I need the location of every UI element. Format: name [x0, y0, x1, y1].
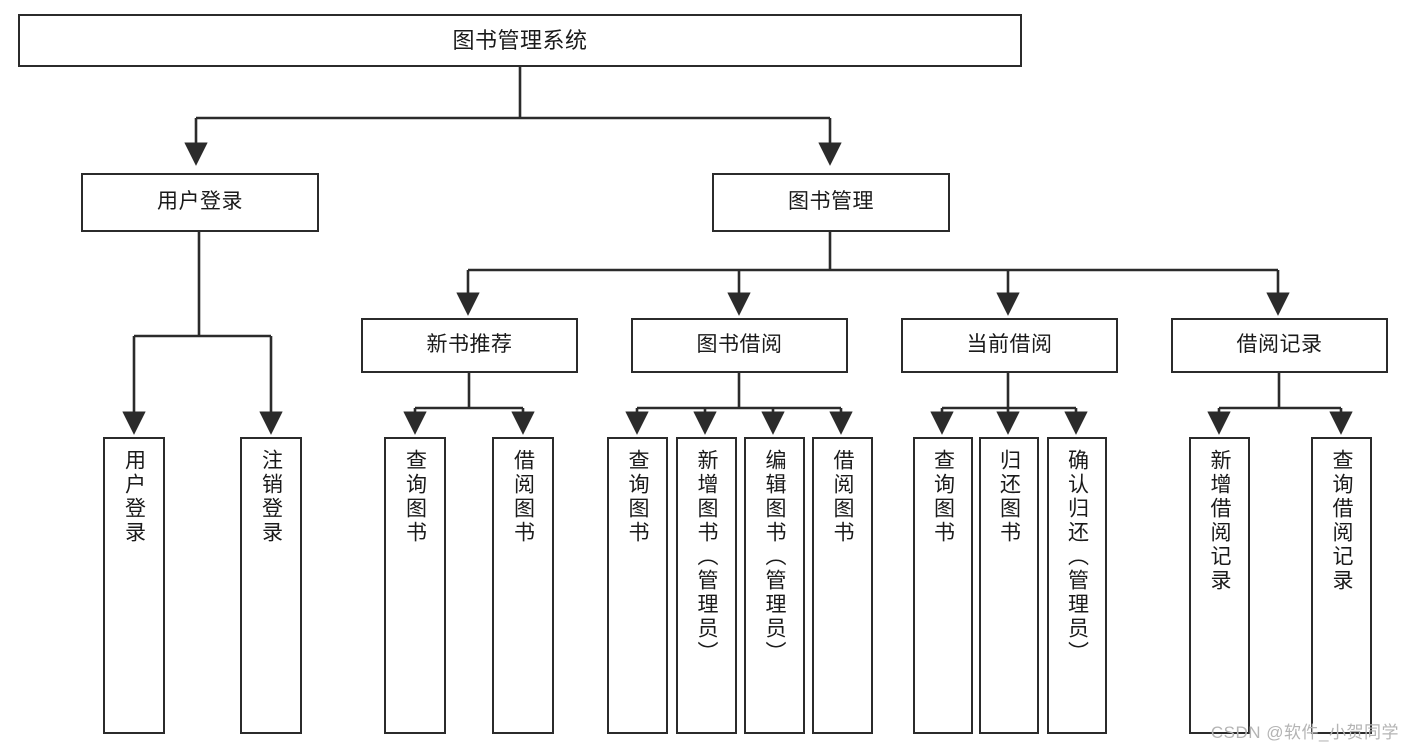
- node-leaf-add-borrow-record[interactable]: 新增借阅记录: [1189, 437, 1250, 734]
- node-label: 新增图书（管理员）: [695, 449, 718, 665]
- node-label: 用户登录: [122, 449, 146, 545]
- node-leaf-edit-book[interactable]: 编辑图书（管理员）: [744, 437, 805, 734]
- node-label: 新书推荐: [426, 333, 513, 357]
- node-borrow-record[interactable]: 借阅记录: [1171, 318, 1388, 373]
- node-label: 查询借阅记录: [1330, 449, 1353, 593]
- node-user-login[interactable]: 用户登录: [81, 173, 319, 232]
- node-label: 图书管理: [788, 190, 874, 214]
- node-leaf-confirm-return[interactable]: 确认归还（管理员）: [1047, 437, 1107, 734]
- node-label: 借阅图书: [511, 449, 535, 545]
- node-label: 图书借阅: [696, 333, 783, 357]
- node-leaf-query-book-2[interactable]: 查询图书: [607, 437, 668, 734]
- node-new-book-recommend[interactable]: 新书推荐: [361, 318, 578, 373]
- node-label: 注销登录: [259, 449, 283, 545]
- node-label: 编辑图书（管理员）: [763, 449, 786, 665]
- node-book-borrow[interactable]: 图书借阅: [631, 318, 848, 373]
- node-label: 查询图书: [931, 449, 955, 545]
- node-label: 借阅图书: [831, 449, 854, 545]
- node-label: 新增借阅记录: [1208, 449, 1231, 593]
- csdn-watermark: CSDN @软件_小贺同学: [1210, 723, 1399, 742]
- node-label: 查询图书: [403, 449, 427, 545]
- node-leaf-return-book[interactable]: 归还图书: [979, 437, 1039, 734]
- node-label: 查询图书: [626, 449, 649, 545]
- node-label: 确认归还（管理员）: [1065, 449, 1089, 665]
- node-label: 当前借阅: [966, 333, 1053, 357]
- node-leaf-borrow-book-2[interactable]: 借阅图书: [812, 437, 873, 734]
- node-root-book-management-system[interactable]: 图书管理系统: [18, 14, 1022, 67]
- node-leaf-query-book-3[interactable]: 查询图书: [913, 437, 973, 734]
- node-leaf-user-login[interactable]: 用户登录: [103, 437, 165, 734]
- node-label: 借阅记录: [1236, 333, 1323, 357]
- node-book-management[interactable]: 图书管理: [712, 173, 950, 232]
- node-current-borrow[interactable]: 当前借阅: [901, 318, 1118, 373]
- node-leaf-borrow-book-1[interactable]: 借阅图书: [492, 437, 554, 734]
- node-leaf-query-book-1[interactable]: 查询图书: [384, 437, 446, 734]
- node-leaf-query-borrow-record[interactable]: 查询借阅记录: [1311, 437, 1372, 734]
- node-label: 归还图书: [997, 449, 1021, 545]
- node-label: 用户登录: [157, 190, 243, 214]
- node-leaf-add-book[interactable]: 新增图书（管理员）: [676, 437, 737, 734]
- node-leaf-logout-login[interactable]: 注销登录: [240, 437, 302, 734]
- node-label: 图书管理系统: [452, 27, 588, 53]
